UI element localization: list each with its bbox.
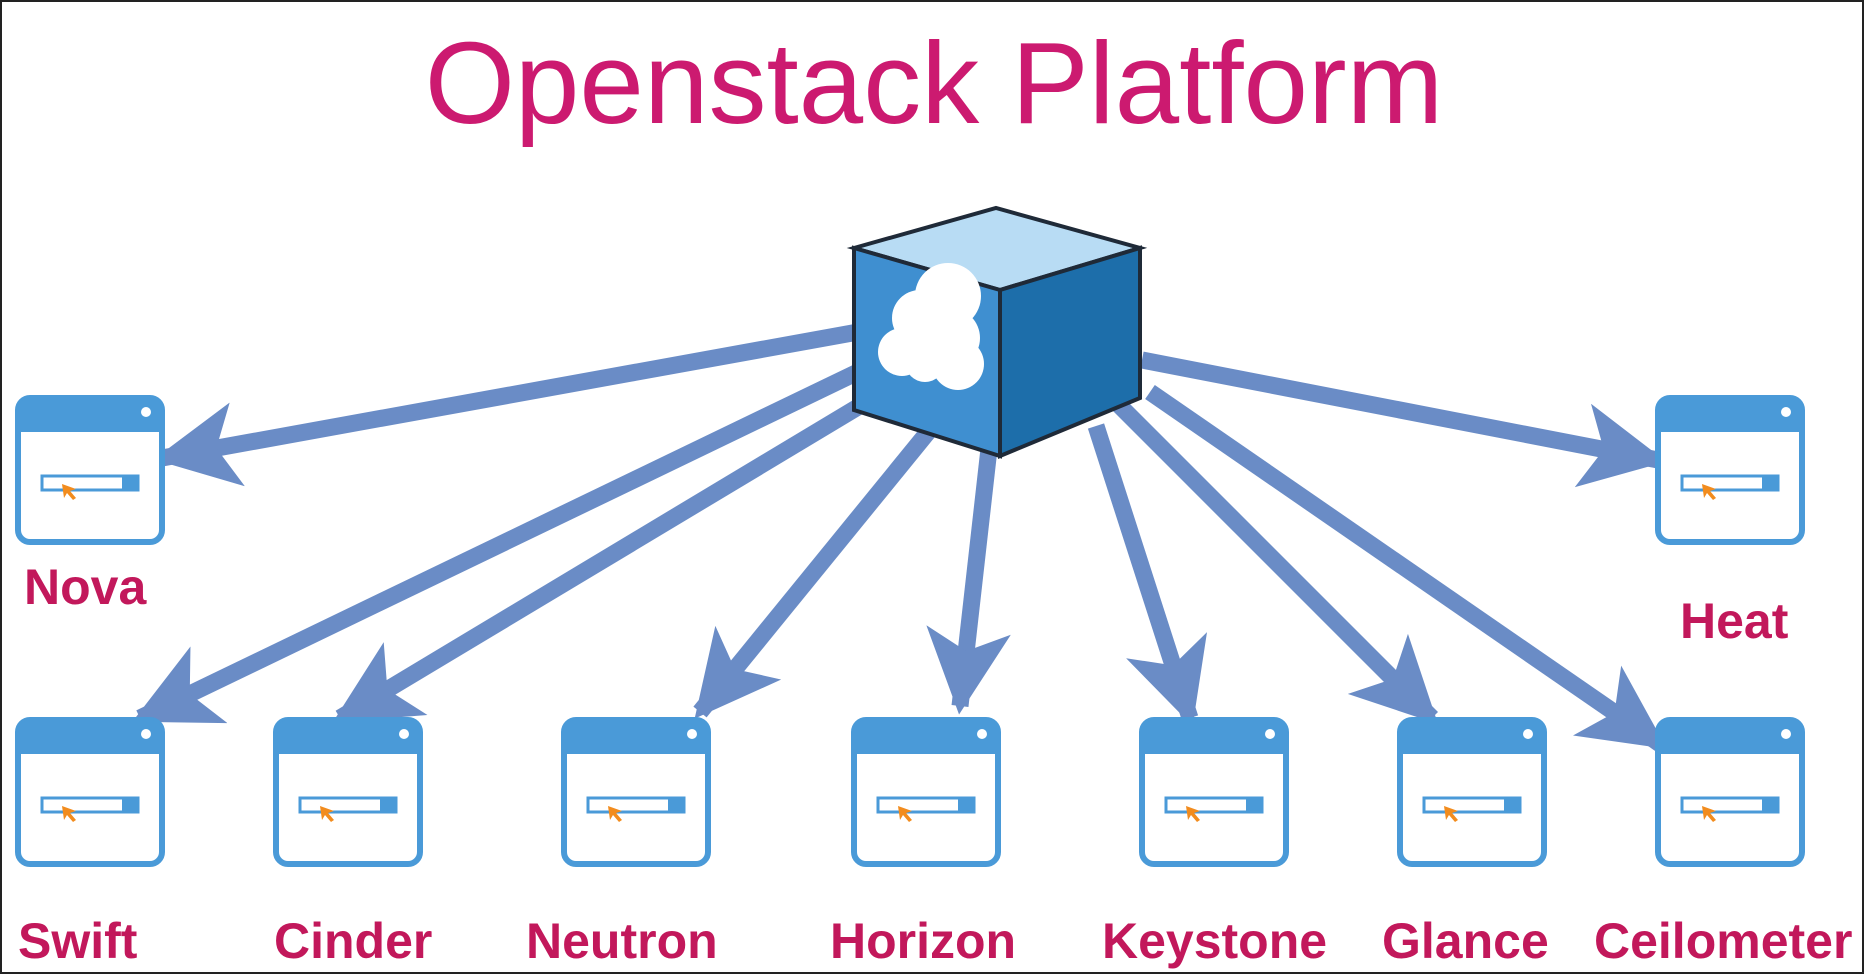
window-icon-heat bbox=[1655, 395, 1805, 545]
window-icon-neutron bbox=[561, 717, 711, 867]
arrow-keystone bbox=[1087, 423, 1208, 727]
cursor-icon bbox=[608, 806, 622, 822]
window-icon-keystone bbox=[1139, 717, 1289, 867]
arrow-heat bbox=[1140, 351, 1667, 488]
cursor-icon bbox=[1444, 806, 1458, 822]
window-icon-cinder bbox=[273, 717, 423, 867]
cursor-icon bbox=[1702, 806, 1716, 822]
window-icon-glance bbox=[1397, 717, 1547, 867]
service-label-heat: Heat bbox=[1680, 593, 1789, 649]
arrow-horizon bbox=[926, 439, 1011, 715]
diagram-title: Openstack Platform bbox=[424, 18, 1444, 148]
cursor-icon bbox=[1702, 484, 1716, 500]
window-icon-ceilometer bbox=[1655, 717, 1805, 867]
service-label-ceilometer: Ceilometer bbox=[1594, 913, 1853, 969]
arrow-glance bbox=[1105, 391, 1439, 725]
service-label-glance: Glance bbox=[1382, 913, 1549, 969]
window-icon-nova bbox=[15, 395, 165, 545]
window-icon-swift bbox=[15, 717, 165, 867]
service-label-neutron: Neutron bbox=[526, 913, 718, 969]
cursor-icon bbox=[898, 806, 912, 822]
arrow-cinder bbox=[332, 387, 883, 726]
cursor-icon bbox=[320, 806, 334, 822]
cloud-icon bbox=[878, 263, 984, 390]
service-label-nova: Nova bbox=[24, 559, 147, 615]
cloud-cube-icon bbox=[846, 205, 1148, 459]
window-icon-horizon bbox=[851, 717, 1001, 867]
cursor-icon bbox=[62, 806, 76, 822]
arrow-nova bbox=[153, 323, 860, 487]
arrow-ceilometer bbox=[1145, 385, 1667, 751]
service-label-swift: Swift bbox=[18, 913, 138, 969]
cursor-icon bbox=[62, 484, 76, 500]
arrows bbox=[132, 323, 1667, 751]
service-label-horizon: Horizon bbox=[830, 913, 1017, 969]
cursor-icon bbox=[1186, 806, 1200, 822]
service-label-cinder: Cinder bbox=[274, 913, 433, 969]
arrow-neutron bbox=[693, 426, 935, 719]
arrow-swift bbox=[132, 362, 866, 726]
service-label-keystone: Keystone bbox=[1102, 913, 1328, 969]
